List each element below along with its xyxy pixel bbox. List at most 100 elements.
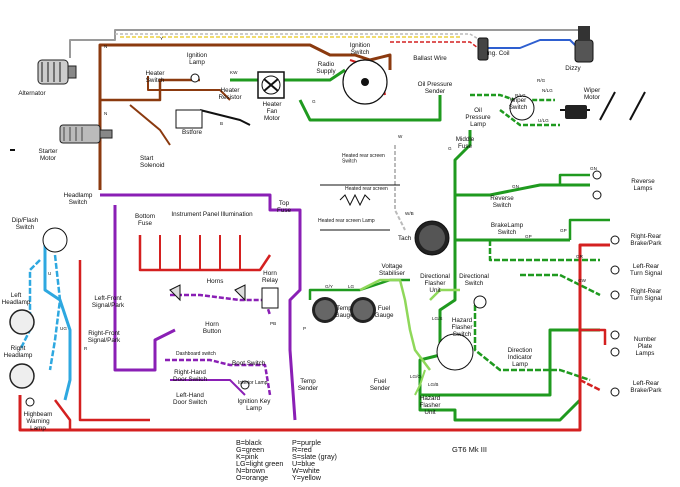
code-nlg-1: N/LG bbox=[542, 88, 553, 93]
label-reverse-lamps-line: Lamps bbox=[634, 185, 653, 192]
wire-red-park bbox=[78, 260, 150, 422]
label-fuel-sender-line: Fuel bbox=[374, 378, 386, 385]
wire-red-rear bbox=[580, 328, 607, 345]
label-left-headlamp-line: Headlamp bbox=[2, 299, 31, 306]
label-heated-rear-screen-lamp: Heated rear screen Lamp bbox=[318, 218, 375, 224]
code-wb-1: W/B bbox=[405, 211, 414, 216]
label-headlamp-switch-line: Headlamp bbox=[64, 192, 93, 199]
starter-motor-icon bbox=[59, 124, 113, 144]
label-right-hand-door-switch-line: Right-Hand bbox=[174, 369, 206, 376]
label-top-fuse-line: Top bbox=[279, 200, 290, 207]
label-left-rear-turn-signal-line: Left-Rear bbox=[633, 263, 659, 270]
wire-green-hazard bbox=[418, 395, 582, 422]
wire-top-slate bbox=[69, 29, 585, 58]
label-left-front-signal-park-line: Signal/Park bbox=[92, 302, 125, 309]
wire-red-instr-lamps bbox=[159, 235, 241, 270]
wire-black-heated bbox=[320, 184, 400, 231]
label-horns: Horns bbox=[207, 278, 224, 285]
distributor-icon bbox=[574, 26, 594, 63]
legend-item-r: R=red bbox=[292, 445, 312, 454]
label-headlamp-switch-line: Switch bbox=[69, 199, 88, 206]
label-left-rear-brake-park-line: Brake/Park bbox=[630, 387, 662, 394]
label-hazard-flasher-switch-line: Hazard bbox=[452, 317, 473, 324]
wiper-switch-icon bbox=[509, 95, 535, 121]
label-ignition-switch-line: Switch bbox=[351, 49, 370, 56]
wire-lightgreen-flasher bbox=[429, 288, 460, 301]
label-number-plate-lamps-line: Number bbox=[634, 336, 656, 343]
fan-motor-icon bbox=[257, 71, 285, 99]
wire-lightgreen-stab bbox=[359, 278, 431, 371]
label-directional-switch-line: Switch bbox=[465, 280, 484, 287]
label-ignition-switch-line: Ignition bbox=[350, 42, 371, 49]
label-horn-relay-line: Horn bbox=[263, 270, 277, 277]
legend: B=black G=green K=pink LG=light green N=… bbox=[236, 438, 487, 482]
label-temp-sender-line: Sender bbox=[298, 385, 318, 392]
label-top-fuse-line: Fuse bbox=[277, 207, 291, 214]
code-u-1: U bbox=[48, 271, 51, 276]
directional-switch-icon bbox=[473, 295, 487, 309]
wire-coil-blue bbox=[485, 39, 579, 49]
code-ug-1: UG bbox=[60, 326, 67, 331]
label-number-plate-lamps-line: Lamps bbox=[636, 350, 655, 357]
label-ballast-wire: Ballast Wire bbox=[413, 55, 447, 62]
code-lgs-1: LG/S bbox=[432, 316, 442, 321]
code-g-1: G bbox=[312, 99, 316, 104]
wire-red-inner bbox=[54, 399, 72, 430]
wire-green-tach bbox=[394, 145, 406, 231]
heated-screen-resistor bbox=[339, 193, 371, 207]
label-heater-switch-line: Heater bbox=[146, 70, 165, 77]
code-kw-1: KW bbox=[230, 70, 238, 75]
label-ing-coil: Ing. Coil bbox=[486, 50, 509, 57]
label-right-rear-brake-park-line: Brake/Park bbox=[630, 240, 662, 247]
label-ignition-key-lamp-line: Lamp bbox=[246, 405, 262, 412]
left-headlamp-icon bbox=[9, 309, 35, 335]
wire-green-main bbox=[298, 95, 442, 122]
label-middle-fuse-line: Middle bbox=[456, 136, 475, 143]
label-left-headlamp-line: Left bbox=[11, 292, 22, 299]
legend-item-lg: LG=light green bbox=[236, 459, 283, 468]
code-pb-1: PB bbox=[270, 321, 276, 326]
label-oil-pressure-sender-line: Oil Pressure bbox=[418, 81, 453, 88]
wire-red-instr bbox=[138, 235, 272, 272]
rear-lamp-bulbs bbox=[25, 73, 620, 407]
label-brakelamp-switch-line: BrakeLamp bbox=[491, 222, 524, 229]
label-highbeam-warning-lamp-line: Warning bbox=[26, 418, 50, 425]
label-horn-button-line: Button bbox=[203, 328, 222, 335]
label-ignition-lamp-line: Ignition bbox=[187, 52, 208, 59]
label-oil-pressure-lamp-line: Oil bbox=[474, 107, 482, 114]
legend-item-n: N=brown bbox=[236, 466, 265, 475]
label-ignition-lamp-line: Lamp bbox=[189, 59, 205, 66]
bstfore-box bbox=[175, 109, 203, 129]
wire-purple-top bbox=[100, 193, 302, 240]
label-heater-resistor-line: Heater bbox=[221, 87, 240, 94]
label-directional-flasher-unit-line: Unit bbox=[429, 287, 440, 294]
label-radio-supply-line: Supply bbox=[316, 68, 336, 75]
wire-green-wiper bbox=[470, 93, 555, 102]
horn-icons bbox=[169, 284, 246, 302]
label-voltage-stabiliser-line: Voltage bbox=[381, 263, 403, 270]
tach-icon bbox=[414, 220, 450, 256]
label-right-headlamp-line: Right bbox=[11, 345, 26, 352]
label-directional-switch-line: Directional bbox=[459, 273, 489, 280]
wire-green-brake-lamp bbox=[568, 218, 610, 240]
code-ulg-1: U/LG bbox=[538, 118, 549, 123]
legend-item-p: P=purple bbox=[292, 438, 321, 447]
label-oil-pressure-lamp-line: Pressure bbox=[465, 114, 491, 121]
